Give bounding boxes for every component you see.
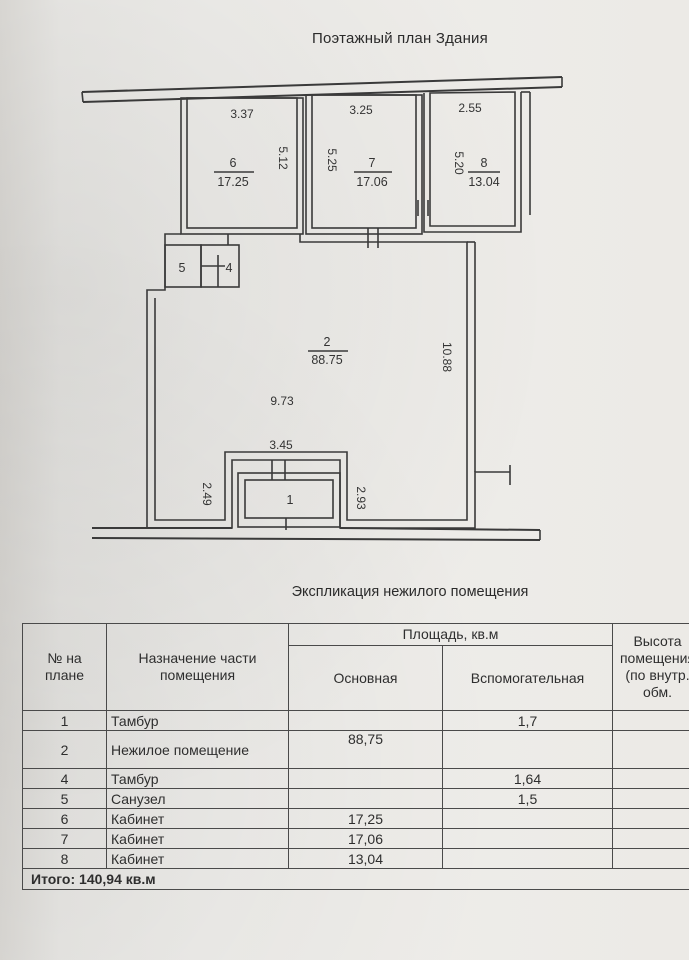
room-area-7: 17.06	[356, 175, 387, 189]
dim-room7-depth: 5.25	[325, 148, 339, 172]
room-number-6: 6	[230, 156, 237, 170]
dimension-labels: 3.37 3.25 2.55 5.12 5.25 5.20 10.88 9.73…	[200, 101, 482, 510]
explication-caption: Экспликация нежилого помещения	[291, 584, 529, 600]
room-labels: 6 17.25 7 17.06 8 13.04 2 88.75 1 4 5	[179, 156, 500, 507]
room-area-8: 13.04	[468, 175, 499, 189]
explication-table: № на плане Назначение части помещения Пл…	[22, 623, 689, 890]
floor-plan: 6 17.25 7 17.06 8 13.04 2 88.75 1 4 5 3.…	[81, 76, 563, 541]
dim-right-wing: 2.93	[354, 486, 368, 510]
table-row: 6 Кабинет 17,25 3	[22, 808, 689, 829]
header-num: № на плане	[22, 623, 107, 711]
table-row: 8 Кабинет 13,04 3	[22, 848, 689, 869]
dim-main-width: 9.73	[270, 394, 294, 408]
total-row: Итого: 140,94 кв.м	[22, 868, 689, 890]
room-8-outline	[429, 91, 516, 227]
dim-room8-depth: 5.20	[452, 151, 466, 175]
dim-left-wing: 2.49	[200, 482, 214, 506]
dim-main-depth: 10.88	[440, 342, 454, 372]
room-number-4: 4	[226, 261, 233, 275]
header-purpose: Назначение части помещения	[106, 623, 289, 711]
dim-room8-width: 2.55	[458, 101, 482, 115]
dim-vestibule-width: 3.45	[269, 438, 293, 452]
room-area-6: 17.25	[217, 175, 248, 189]
room-number-7: 7	[369, 156, 376, 170]
plan-walls	[81, 76, 563, 541]
dim-room6-depth: 5.12	[276, 146, 290, 170]
room-number-2: 2	[324, 335, 331, 349]
plan-title: Поэтажный план Здания	[312, 30, 488, 47]
table-row: 1 Тамбур 1,7 3	[22, 710, 689, 731]
total-area: Итого: 140,94 кв.м	[22, 868, 689, 890]
table-row: 5 Санузел 1,5 3	[22, 788, 689, 809]
table-row: 2 Нежилое помещение 88,75 3	[22, 730, 689, 769]
dim-room6-width: 3.37	[230, 107, 254, 121]
explication-table-wrap: № на плане Назначение части помещения Пл…	[22, 623, 689, 903]
table-row: 4 Тамбур 1,64 3	[22, 768, 689, 789]
room-1-outline	[244, 479, 334, 519]
room-number-5: 5	[179, 261, 186, 275]
room-number-8: 8	[481, 156, 488, 170]
header-area-group: Площадь, кв.м	[288, 623, 613, 646]
room-number-1: 1	[287, 493, 294, 507]
dim-room7-width: 3.25	[349, 103, 373, 117]
header-height: Высота помещения (по внутр. обм.	[612, 623, 689, 711]
header-main: Основная	[288, 645, 443, 711]
room-area-2: 88.75	[311, 353, 342, 367]
table-row: 7 Кабинет 17,06 3	[22, 828, 689, 849]
header-aux: Вспомогательная	[442, 645, 613, 711]
